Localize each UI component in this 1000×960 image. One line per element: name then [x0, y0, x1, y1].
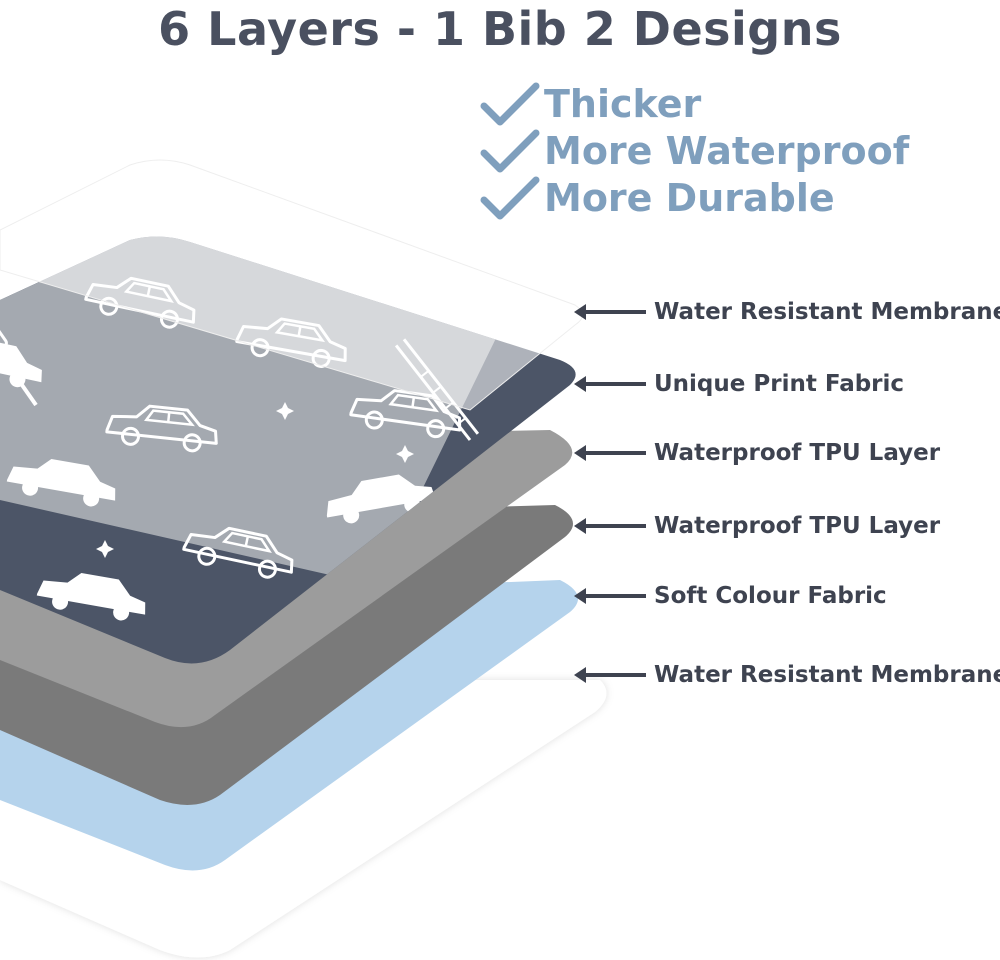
layer-label: Waterproof TPU Layer: [572, 509, 940, 543]
arrow-left-icon: [574, 588, 646, 604]
feature-list: Thicker More Waterproof More Durable: [480, 80, 909, 221]
feature-item: More Durable: [480, 174, 909, 221]
arrow-left-icon: [574, 518, 646, 534]
layer-label: Water Resistant Membrane: [572, 658, 1000, 692]
check-icon: [480, 176, 540, 219]
feature-label: More Durable: [544, 175, 835, 220]
page-title: 6 Layers - 1 Bib 2 Designs: [158, 2, 842, 56]
check-icon: [480, 129, 540, 172]
arrow-left-icon: [574, 445, 646, 461]
arrow-left-icon: [574, 376, 646, 392]
feature-label: More Waterproof: [544, 128, 910, 173]
feature-item: Thicker: [480, 80, 909, 127]
feature-label: Thicker: [544, 81, 702, 126]
arrow-left-icon: [574, 304, 646, 320]
layer-label: Waterproof TPU Layer: [572, 436, 940, 470]
arrow-left-icon: [574, 667, 646, 683]
layer-label: Soft Colour Fabric: [572, 579, 887, 613]
layer-label: Water Resistant Membrane: [572, 295, 1000, 329]
check-icon: [480, 82, 540, 125]
layer-label: Unique Print Fabric: [572, 367, 904, 401]
layer-1-water-resistant-membrane: [0, 159, 583, 411]
feature-item: More Waterproof: [480, 127, 909, 174]
